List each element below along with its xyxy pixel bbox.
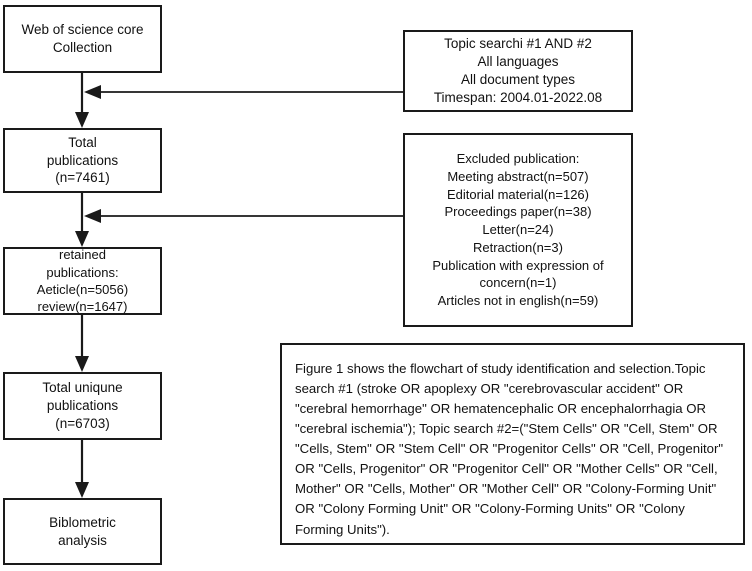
node-excluded-publications: Excluded publication: Meeting abstract(n…	[403, 133, 633, 327]
node-search-query-criteria: Topic searchi #1 AND #2 All languages Al…	[403, 30, 633, 112]
node-web-of-science-core-collection: Web of science core Collection	[3, 5, 162, 73]
node-bibliometric-analysis: Biblometric analysis	[3, 498, 162, 565]
arrowhead-source-to-total	[75, 112, 89, 128]
arrowhead-query-to-trunk	[84, 85, 101, 99]
arrowhead-retained-to-unique	[75, 356, 89, 372]
node-total-publications: Total publications (n=7461)	[3, 128, 162, 193]
node-total-unique-publications: Total uniqune publications (n=6703)	[3, 372, 162, 440]
figure-caption-box: Figure 1 shows the flowchart of study id…	[280, 343, 745, 545]
arrowhead-total-to-retained	[75, 231, 89, 247]
arrowhead-excluded-to-trunk	[84, 209, 101, 223]
arrowhead-unique-to-biblio	[75, 482, 89, 498]
node-retained-publications: retained publications: Aeticle(n=5056) r…	[3, 247, 162, 315]
